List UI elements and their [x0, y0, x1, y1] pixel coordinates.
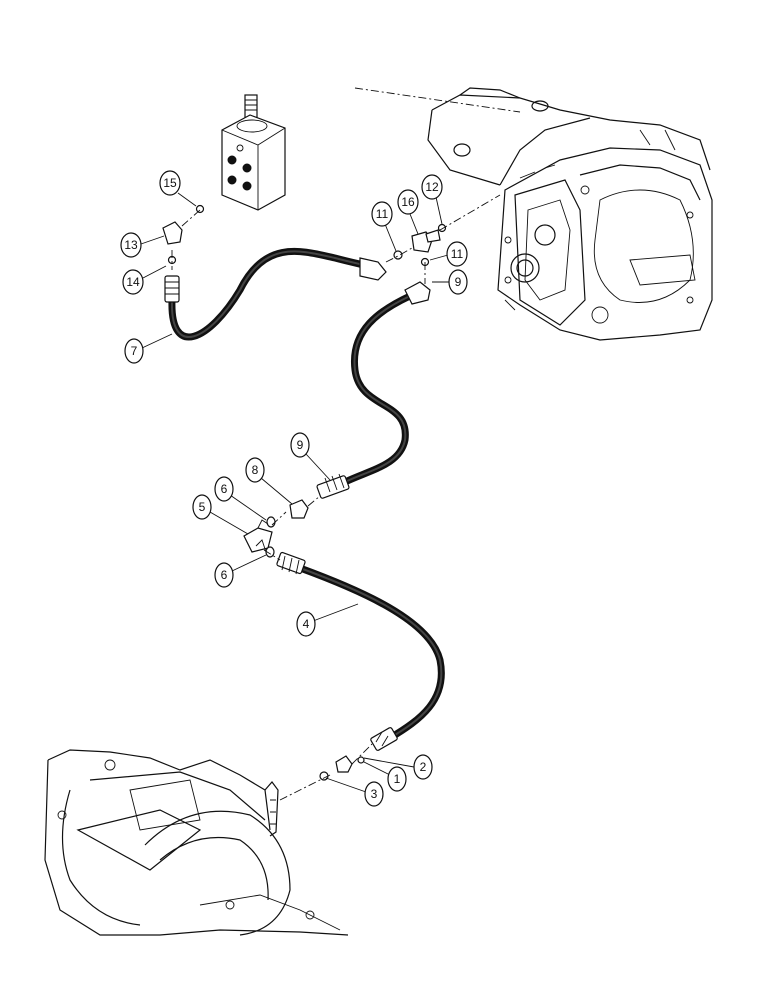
callout-11-right[interactable]: 11: [429, 241, 468, 267]
hose-7: [164, 247, 387, 341]
rear-transmission-housing: [354, 87, 713, 341]
callout-1[interactable]: 1: [363, 761, 407, 792]
callout-15[interactable]: 15: [159, 170, 197, 207]
callout-label-14: 14: [126, 275, 140, 289]
callout-2[interactable]: 2: [363, 754, 433, 780]
callout-label-4: 4: [303, 617, 310, 631]
fitting-13-elbow: [162, 204, 205, 265]
callout-label-16: 16: [401, 195, 415, 209]
callout-14[interactable]: 14: [122, 265, 167, 295]
callout-8[interactable]: 8: [245, 457, 293, 505]
callout-label-9b: 9: [455, 275, 462, 289]
callout-12[interactable]: 12: [421, 174, 443, 225]
callout-9-upper[interactable]: 9: [432, 269, 468, 295]
callout-4[interactable]: 4: [296, 603, 359, 637]
steering-control-valve: [221, 94, 286, 211]
callout-label-3: 3: [371, 787, 378, 801]
callout-7[interactable]: 7: [124, 333, 173, 364]
callout-6-lower[interactable]: 6: [214, 554, 267, 588]
callout-label-1: 1: [394, 772, 401, 786]
callout-5[interactable]: 5: [192, 494, 249, 535]
hose-4: [276, 551, 445, 751]
callout-label-9a: 9: [297, 438, 304, 452]
fitting-8-nut: [266, 499, 309, 528]
callout-11-left[interactable]: 11: [371, 201, 397, 252]
assembly-centerlines: [171, 194, 501, 765]
callout-label-8: 8: [252, 463, 259, 477]
callout-16[interactable]: 16: [397, 189, 419, 235]
front-axle-housing: [44, 749, 349, 936]
elbow-fitting-5: [243, 519, 275, 558]
callout-label-5: 5: [199, 500, 206, 514]
hose-9: [316, 281, 431, 499]
callout-13[interactable]: 13: [120, 232, 165, 258]
callout-label-11a: 11: [376, 207, 389, 221]
callout-label-6b: 6: [221, 568, 228, 582]
callout-label-12: 12: [425, 180, 439, 194]
callouts: 1 2 3 4 5 6 6: [120, 170, 468, 807]
callout-label-15: 15: [163, 176, 177, 190]
callout-9-middle[interactable]: 9: [290, 432, 331, 481]
callout-6-upper[interactable]: 6: [214, 476, 267, 521]
callout-label-6a: 6: [221, 482, 228, 496]
callout-label-11b: 11: [451, 247, 464, 261]
adapter-fitting-1: [319, 755, 365, 781]
callout-label-13: 13: [124, 238, 138, 252]
tee-fitting-16: [393, 223, 447, 267]
callout-label-7: 7: [131, 344, 138, 358]
callout-3[interactable]: 3: [325, 777, 384, 807]
callout-label-2: 2: [420, 760, 427, 774]
